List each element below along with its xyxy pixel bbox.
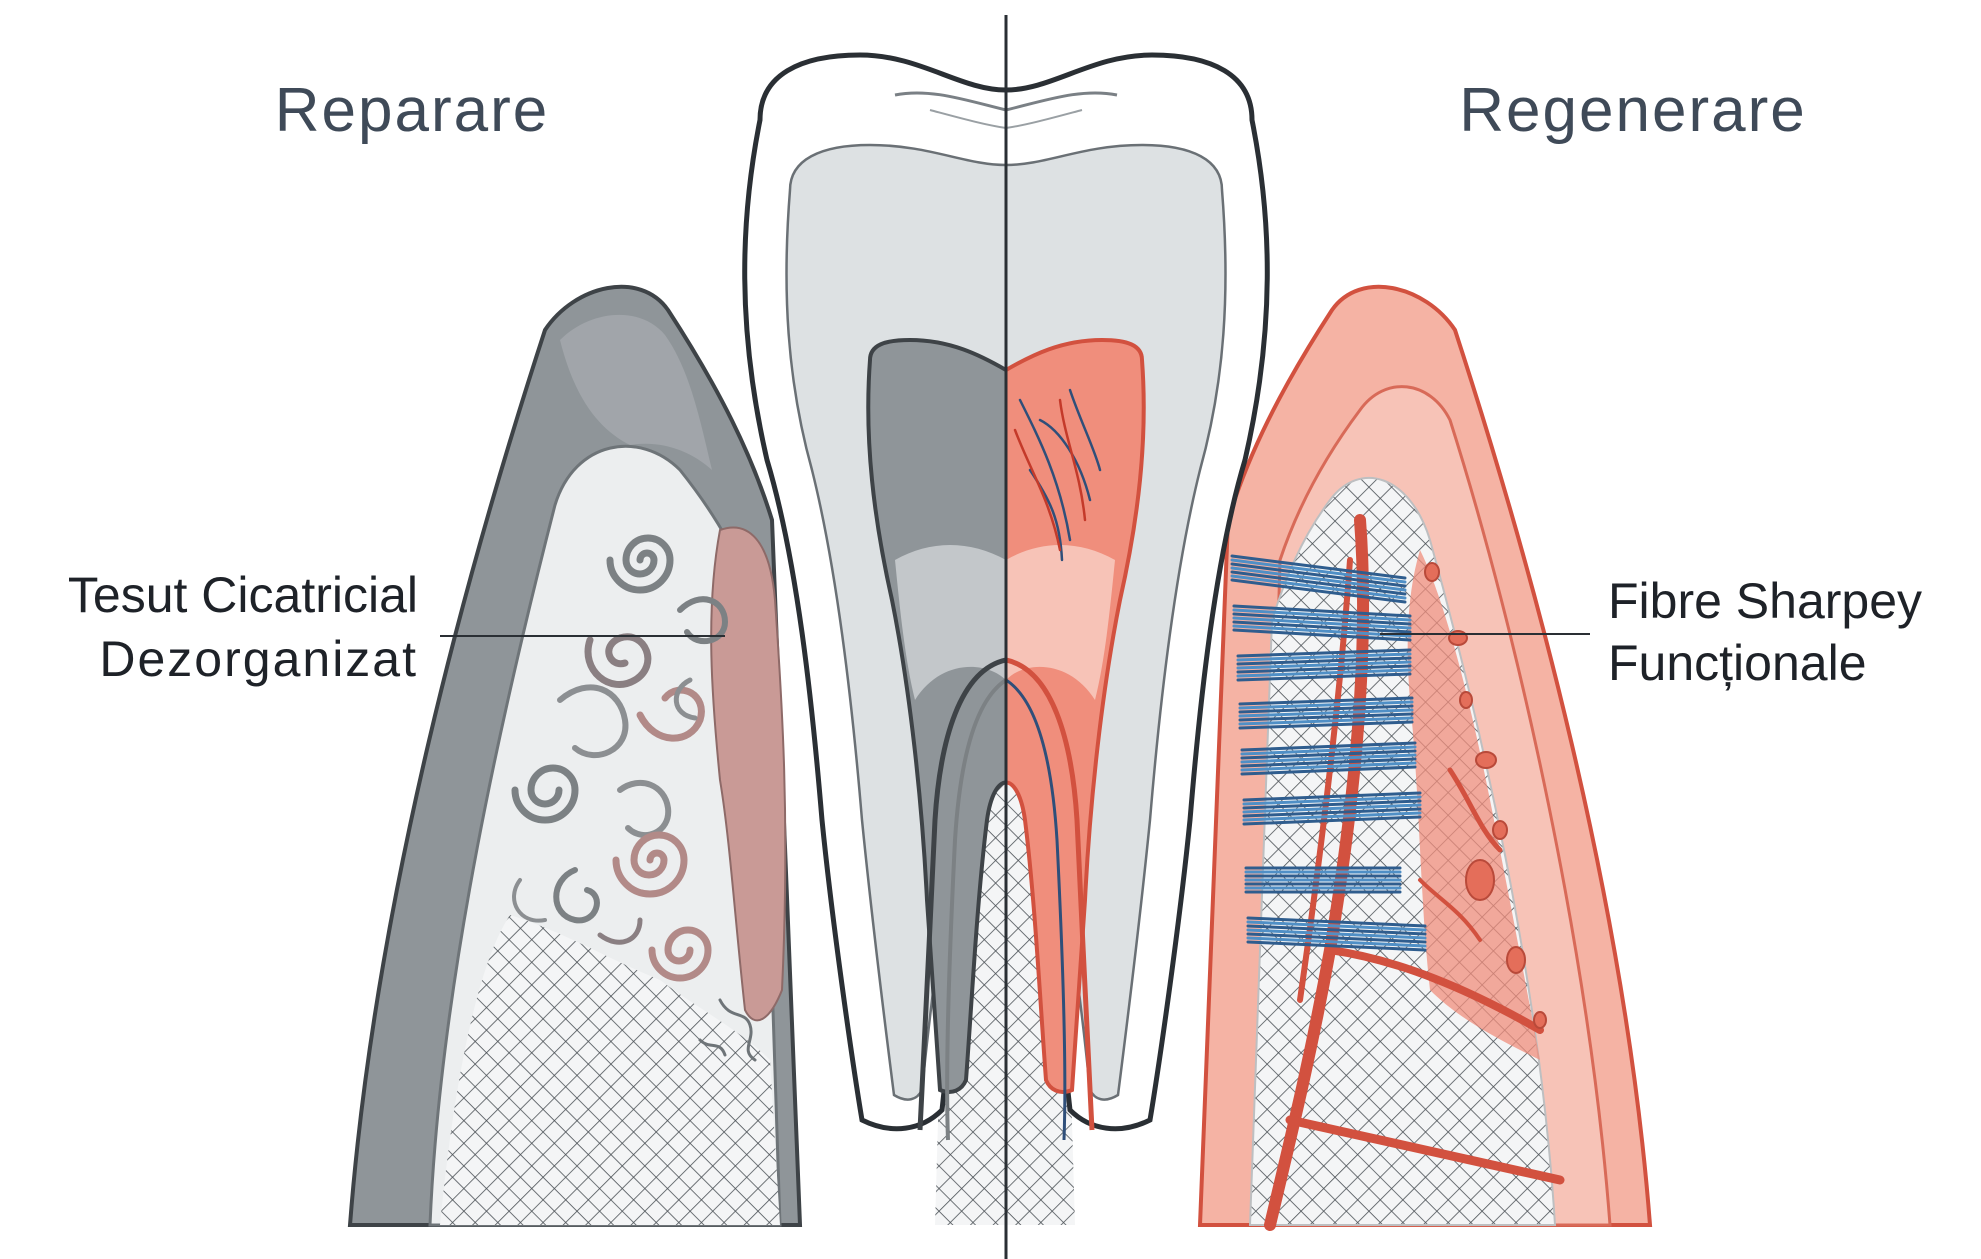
sharpey-fiber-bundle [1246,868,1400,892]
heading-regeneration: Regenerare [1459,76,1806,145]
right-callout-label-line2: Funcționale [1608,635,1867,691]
sharpey-fibers [1232,556,1425,950]
left-callout-label-line1: Tesut Cicatricial [68,567,418,623]
left-callout-label-line2: Dezorganizat [99,631,418,687]
left-bone [350,287,800,1225]
right-callout-label-line1: Fibre Sharpey [1608,573,1922,629]
heading-repair: Reparare [275,76,549,145]
